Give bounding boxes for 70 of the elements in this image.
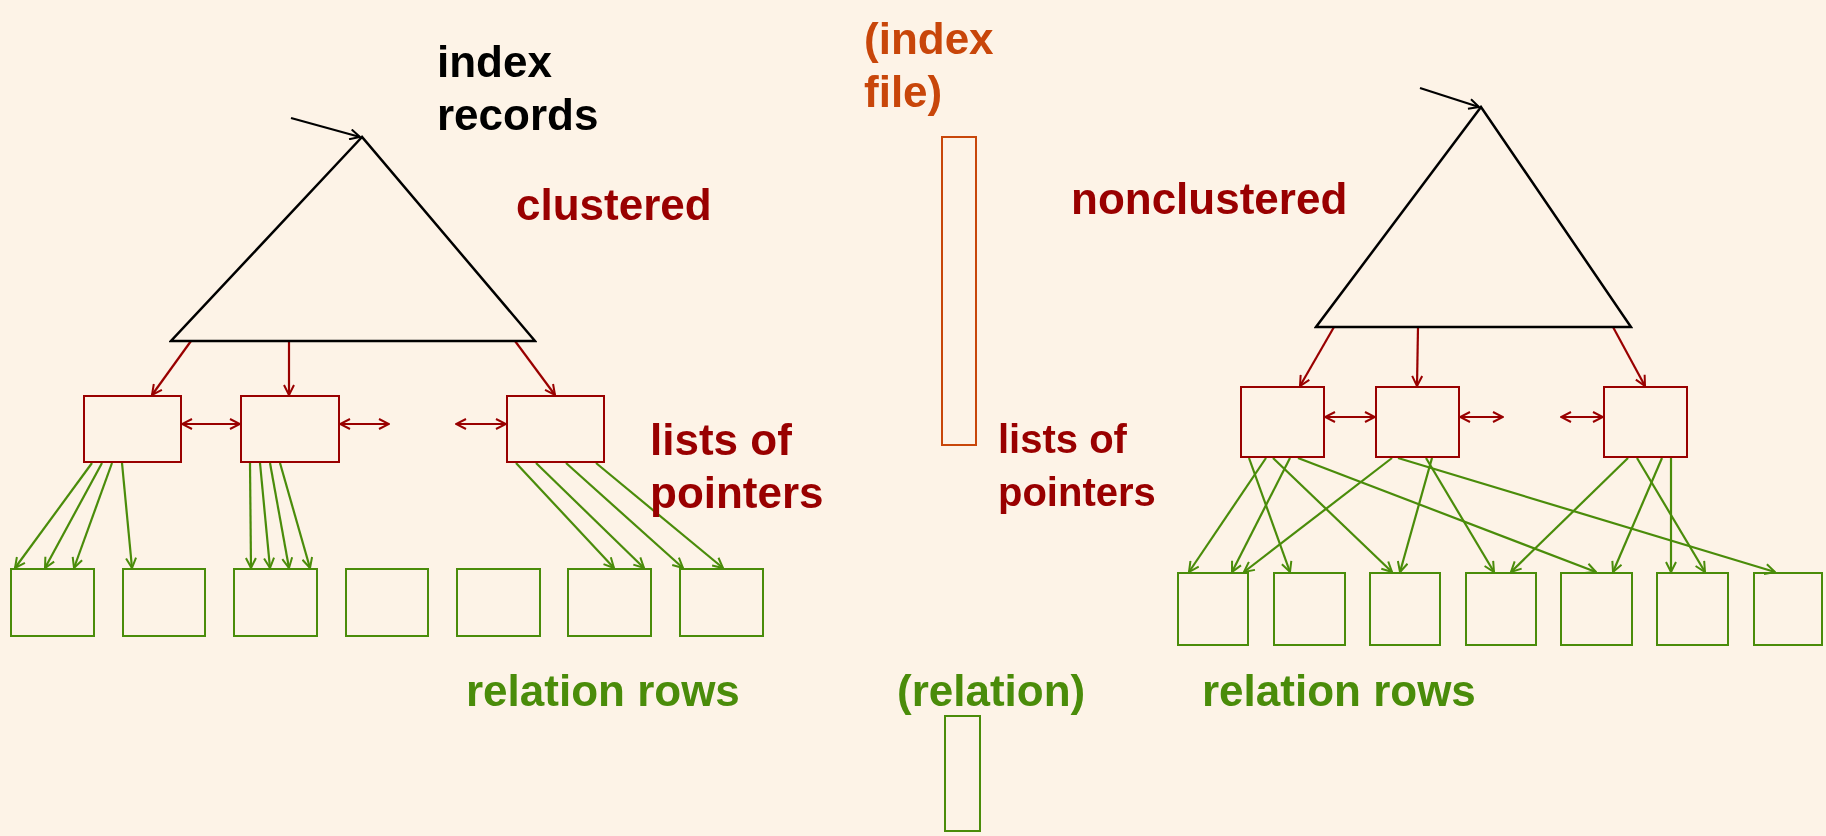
pointer-list-box	[1603, 386, 1688, 458]
arrow	[1411, 327, 1424, 387]
row-box	[567, 568, 652, 637]
lists-of-pointers-label: lists of pointers	[650, 414, 825, 519]
row-box	[1369, 572, 1441, 646]
arrow	[535, 462, 645, 569]
arrow	[151, 340, 192, 396]
arrow	[14, 462, 93, 569]
double-arrow	[1560, 411, 1604, 423]
double-arrow	[1324, 411, 1376, 423]
arrow	[595, 462, 724, 569]
arrow	[565, 462, 684, 569]
clustered-label: clustered	[516, 179, 712, 231]
arrow	[1297, 456, 1597, 575]
arrow	[515, 462, 615, 569]
double-arrow	[181, 418, 241, 430]
double-arrow	[455, 418, 507, 430]
arrow	[514, 340, 556, 396]
arrow	[1247, 457, 1293, 573]
index-records-label: index records	[437, 36, 600, 141]
arrow	[1510, 457, 1629, 573]
row-box	[679, 568, 764, 637]
arrow	[1612, 326, 1646, 387]
arrow	[1419, 86, 1480, 110]
row-box	[233, 568, 318, 637]
row-box	[1656, 572, 1729, 646]
row-box	[122, 568, 206, 637]
arrow	[290, 116, 361, 141]
arrow	[1636, 457, 1706, 573]
row-box	[10, 568, 95, 637]
pointer-list-box	[506, 395, 605, 463]
row-box	[1273, 572, 1346, 646]
index-file-bar	[941, 136, 977, 446]
index-file-label: (index file)	[864, 13, 995, 118]
arrow	[71, 462, 114, 569]
arrow	[1396, 457, 1434, 573]
double-arrow	[1459, 411, 1504, 423]
arrow	[44, 462, 103, 569]
arrow	[1425, 457, 1495, 573]
nonclustered-label: nonclustered	[1071, 173, 1348, 225]
arrow	[244, 463, 257, 569]
arrow	[1611, 457, 1663, 573]
row-box	[345, 568, 429, 637]
relation-label: (relation)	[897, 665, 1086, 717]
relation-rows-label: relation rows	[466, 665, 740, 717]
arrow	[1231, 457, 1291, 573]
lists-of-pointers-label: lists of pointers	[998, 416, 1157, 516]
arrow	[120, 462, 138, 569]
arrow	[1243, 457, 1393, 573]
row-box	[1560, 572, 1633, 646]
row-box	[1753, 572, 1823, 646]
relation-bar	[944, 715, 981, 832]
row-box	[1177, 572, 1249, 646]
arrow	[278, 462, 314, 569]
pointer-list-box	[240, 395, 340, 463]
arrow	[283, 341, 295, 396]
arrow	[1397, 456, 1776, 575]
pointer-list-box	[1240, 386, 1325, 458]
arrow	[1188, 457, 1267, 573]
double-arrow	[339, 418, 390, 430]
arrow	[268, 462, 294, 569]
arrow	[258, 462, 276, 569]
row-box	[456, 568, 541, 637]
arrow	[1665, 458, 1677, 573]
row-box	[1465, 572, 1537, 646]
arrow	[1272, 457, 1393, 573]
arrow	[1299, 326, 1335, 387]
relation-rows-label: relation rows	[1202, 665, 1476, 717]
pointer-list-box	[1375, 386, 1460, 458]
pointer-list-box	[83, 395, 182, 463]
